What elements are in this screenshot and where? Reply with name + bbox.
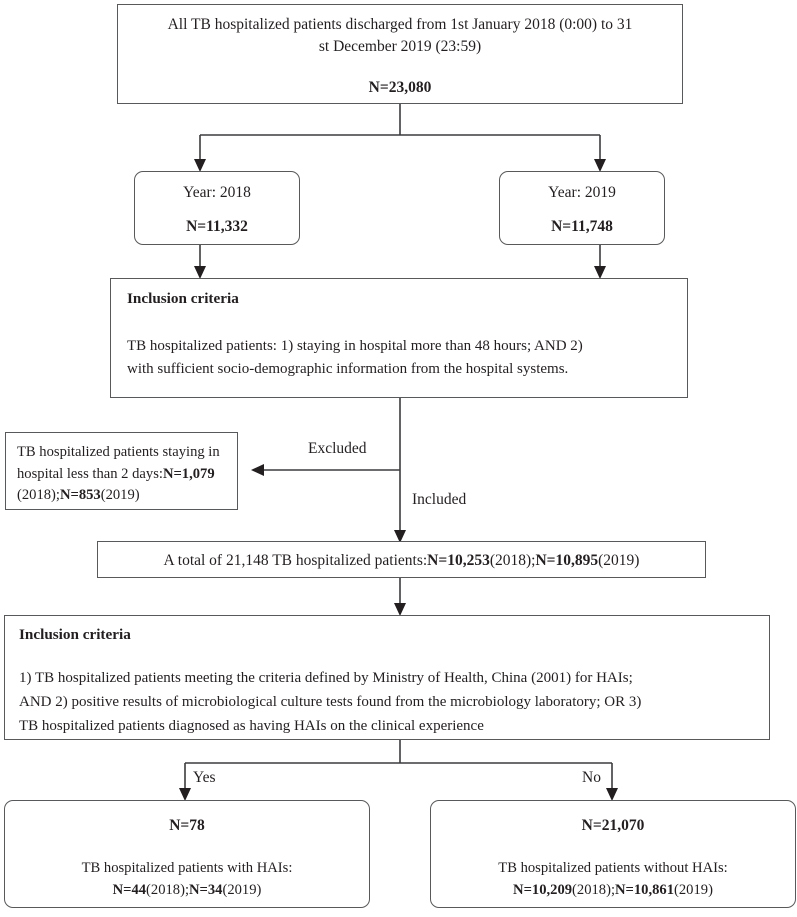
node-excluded[interactable]: TB hospitalized patients staying in hosp… [5, 432, 238, 510]
node-without-hais[interactable]: N=21,070 TB hospitalized patients withou… [430, 800, 796, 908]
node-inclusion-criteria-2[interactable]: Inclusion criteria 1) TB hospitalized pa… [4, 615, 770, 740]
without-hais-n-2019: N=10,861 [615, 881, 675, 898]
without-hais-year-2019: (2019) [674, 881, 713, 898]
excluded-line3-suffix: (2019) [100, 487, 140, 504]
without-hais-count: N=21,070 [581, 817, 645, 834]
without-hais-n-2018: N=10,209 [513, 881, 573, 898]
excluded-line-2: hospital less than 2 days:N=1,079 [17, 464, 231, 486]
excluded-n-2018: N=1,079 [162, 465, 215, 482]
inclusion2-body-line-1: 1) TB hospitalized patients meeting the … [19, 670, 633, 686]
with-hais-year-2019: (2019) [222, 881, 262, 898]
total-year-2019: (2019) [598, 552, 640, 569]
edge-label-yes: Yes [193, 769, 216, 786]
inclusion1-body-line-1: TB hospitalized patients: 1) staying in … [127, 338, 583, 354]
edge-label-no: No [582, 769, 601, 786]
excluded-line-1: TB hospitalized patients staying in [17, 444, 220, 460]
total-n-2019: N=10,895 [535, 552, 599, 569]
with-hais-n-2018: N=44 [112, 881, 147, 898]
total-included-text: A total of 21,148 TB hospitalized patien… [98, 550, 705, 572]
with-hais-year-2018: (2018); [146, 881, 190, 898]
without-hais-year-2018: (2018); [572, 881, 616, 898]
year-2018-count: N=11,332 [186, 218, 248, 235]
inclusion1-body-line-2: with sufficient socio-demographic inform… [127, 360, 569, 377]
with-hais-count: N=78 [169, 817, 205, 834]
total-year-2018: (2018); [489, 552, 536, 569]
node-inclusion-criteria-1[interactable]: Inclusion criteria TB hospitalized patie… [110, 278, 688, 398]
with-hais-n-2019: N=34 [189, 881, 223, 898]
inclusion1-heading: Inclusion criteria [127, 290, 239, 307]
year-2019-title: Year: 2019 [548, 184, 616, 201]
inclusion2-heading: Inclusion criteria [19, 626, 131, 643]
edge-label-excluded: Excluded [308, 440, 367, 457]
inclusion2-body-line-3: TB hospitalized patients diagnosed as ha… [19, 718, 484, 734]
excluded-line3-prefix: (2018); [17, 487, 60, 504]
with-hais-desc: TB hospitalized patients with HAIs: [81, 860, 293, 876]
node-year-2019[interactable]: Year: 2019 N=11,748 [499, 171, 665, 245]
total-included-prefix: A total of 21,148 TB hospitalized patien… [163, 552, 428, 569]
excluded-line2-prefix: hospital less than 2 days: [17, 465, 163, 482]
node-year-2018[interactable]: Year: 2018 N=11,332 [134, 171, 300, 245]
source-count: N=23,080 [368, 79, 432, 96]
year-2019-count: N=11,748 [551, 218, 613, 235]
total-n-2018: N=10,253 [427, 552, 490, 569]
year-2018-title: Year: 2018 [183, 184, 251, 201]
without-hais-detail: N=10,209(2018);N=10,861(2019) [441, 880, 785, 902]
excluded-line-3: (2018);N=853(2019) [17, 485, 231, 507]
inclusion2-body-line-2: AND 2) positive results of microbiologic… [19, 694, 642, 710]
source-line-2: st December 2019 (23:59) [318, 38, 482, 55]
arrowhead-excluded [251, 464, 264, 476]
node-with-hais[interactable]: N=78 TB hospitalized patients with HAIs:… [4, 800, 370, 908]
with-hais-detail: N=44(2018);N=34(2019) [15, 880, 359, 902]
edge-label-included: Included [412, 491, 467, 508]
without-hais-desc: TB hospitalized patients without HAIs: [498, 860, 728, 876]
excluded-n-2019: N=853 [59, 487, 101, 504]
node-total-included[interactable]: A total of 21,148 TB hospitalized patien… [97, 541, 706, 578]
node-source-cohort[interactable]: All TB hospitalized patients discharged … [117, 4, 683, 104]
source-line-1: All TB hospitalized patients discharged … [167, 16, 633, 33]
